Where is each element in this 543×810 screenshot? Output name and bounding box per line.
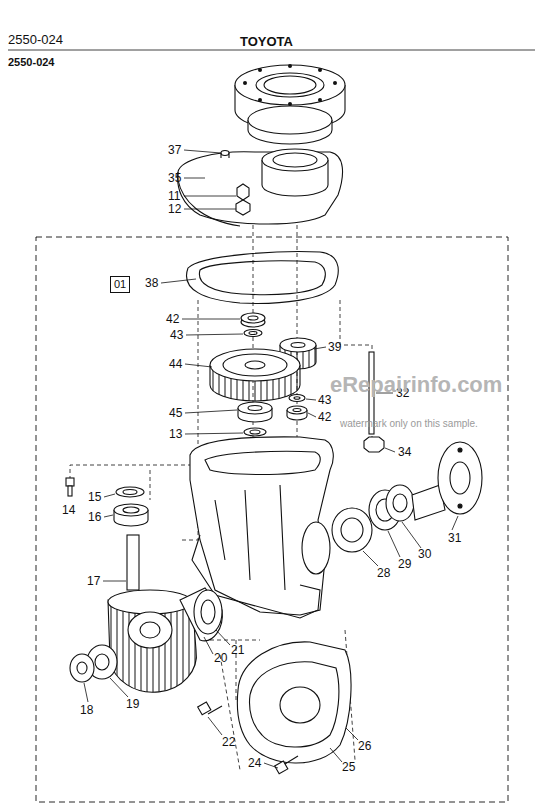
page-code: 2550-024	[8, 56, 55, 69]
callout-number: 42	[318, 410, 331, 424]
callout-number: 44	[169, 357, 182, 371]
watermark: watermark only on this sample.	[340, 418, 478, 430]
callout-number: 22	[222, 735, 235, 749]
callout-number: 35	[168, 171, 181, 185]
callout-number: 37	[168, 143, 181, 157]
callout-number: 42	[166, 312, 179, 326]
callout-number: 19	[126, 697, 139, 711]
callout-number: 30	[418, 547, 431, 561]
callout-number: 24	[248, 756, 261, 770]
callout-number: 43	[170, 328, 183, 342]
leader-lines	[84, 150, 458, 768]
callout-number: 43	[318, 393, 331, 407]
callout-number: 21	[231, 643, 244, 657]
callout-number: 45	[169, 406, 182, 420]
callout-number: 16	[88, 510, 101, 524]
callout-number: 18	[80, 703, 93, 717]
callout-number: 15	[88, 490, 101, 504]
callout-number: 39	[328, 340, 341, 354]
callout-number: 12	[168, 202, 181, 216]
callout-number: 28	[377, 566, 390, 580]
callout-number: 20	[214, 651, 227, 665]
callout-number: 31	[448, 531, 461, 545]
page-code: 2550-024	[8, 32, 63, 48]
watermark: eRepairinfo.com	[330, 372, 502, 398]
callout-number: 38	[145, 276, 158, 290]
callout-number: 29	[398, 557, 411, 571]
callout-number: 25	[342, 760, 355, 774]
item-box: 01	[110, 276, 130, 293]
callout-number: 11	[168, 189, 180, 203]
item-number: 01	[114, 278, 126, 291]
callout-number: 26	[358, 739, 371, 753]
callout-number: 34	[398, 445, 411, 459]
callout-number: 17	[87, 574, 100, 588]
callout-number: 14	[62, 503, 75, 517]
page-title: TOYOTA	[240, 34, 293, 49]
callout-number: 13	[169, 427, 182, 441]
